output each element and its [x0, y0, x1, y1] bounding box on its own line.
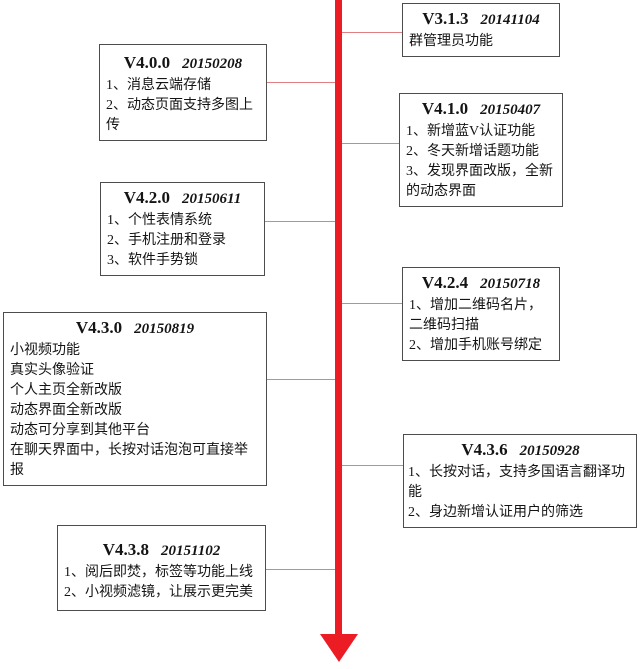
- version-label: V4.0.0: [123, 53, 171, 72]
- feature-line: 2、手机注册和登录: [107, 233, 226, 248]
- feature-line: 2、冬天新增话题功能: [406, 144, 539, 159]
- milestone-header: V4.2.0 20150611: [107, 186, 258, 211]
- feature-line: 2、小视频滤镜，让展示更完美: [64, 585, 253, 600]
- timeline-arrow-head-icon: [320, 634, 358, 662]
- connector-line: [342, 143, 399, 144]
- milestone-box-v4-2-4: V4.2.4 20150718 1、增加二维码名片，二维码扫描 2、增加手机账号…: [402, 267, 560, 361]
- date-label: 20150928: [519, 443, 580, 459]
- connector-line: [267, 379, 335, 380]
- feature-line: 2、身边新增认证用户的筛选: [408, 505, 583, 520]
- feature-line: 动态界面全新改版: [10, 403, 122, 418]
- connector-line: [342, 303, 402, 304]
- date-label: 20151102: [161, 543, 221, 559]
- milestone-box-v4-3-6: V4.3.6 20150928 1、长按对话，支持多国语言翻译功能 2、身边新增…: [403, 434, 637, 528]
- milestone-box-v4-2-0: V4.2.0 20150611 1、个性表情系统 2、手机注册和登录 3、软件手…: [100, 182, 265, 276]
- date-label: 20150407: [480, 102, 541, 118]
- feature-line: 个人主页全新改版: [10, 383, 122, 398]
- feature-line: 小视频功能: [10, 343, 80, 358]
- version-label: V4.3.8: [102, 540, 150, 559]
- feature-line: 动态可分享到其他平台: [10, 423, 150, 438]
- feature-line: 1、消息云端存储: [106, 78, 211, 93]
- version-label: V4.1.0: [421, 99, 469, 118]
- feature-line: 2、增加手机账号绑定: [409, 338, 542, 353]
- feature-line: 在聊天界面中，长按对话泡泡可直接举报: [10, 443, 248, 478]
- date-label: 20150819: [134, 321, 195, 337]
- feature-line: 2、动态页面支持多图上传: [106, 98, 253, 133]
- connector-line: [342, 32, 402, 33]
- feature-line: 1、长按对话，支持多国语言翻译功能: [408, 465, 625, 500]
- milestone-header: V3.1.3 20141104: [409, 7, 553, 32]
- milestone-box-v4-3-8: V4.3.8 20151102 1、阅后即焚，标签等功能上线 2、小视频滤镜，让…: [57, 525, 266, 611]
- milestone-header: V4.2.4 20150718: [409, 271, 553, 296]
- connector-line: [342, 465, 403, 466]
- feature-line: 1、新增蓝V认证功能: [406, 124, 536, 139]
- version-label: V4.3.0: [75, 318, 123, 337]
- connector-line: [266, 569, 335, 570]
- date-label: 20150718: [480, 276, 541, 292]
- feature-line: 群管理员功能: [409, 34, 493, 49]
- milestone-box-v4-1-0: V4.1.0 20150407 1、新增蓝V认证功能 2、冬天新增话题功能 3、…: [399, 93, 563, 207]
- version-label: V4.3.6: [461, 440, 508, 459]
- date-label: 20150611: [182, 191, 242, 207]
- feature-line: 1、阅后即焚，标签等功能上线: [64, 565, 253, 580]
- version-label: V3.1.3: [422, 9, 469, 28]
- milestone-header: V4.3.6 20150928: [408, 438, 633, 463]
- feature-line: 3、软件手势锁: [107, 253, 198, 268]
- connector-line: [265, 221, 335, 222]
- connector-line: [267, 82, 335, 83]
- milestone-box-v4-0-0: V4.0.0 20150208 1、消息云端存储 2、动态页面支持多图上传: [99, 44, 267, 141]
- date-label: 20141104: [480, 12, 540, 28]
- date-label: 20150208: [182, 56, 243, 72]
- milestone-header: V4.3.8 20151102: [64, 538, 259, 563]
- feature-line: 1、增加二维码名片，二维码扫描: [409, 298, 542, 333]
- feature-line: 1、个性表情系统: [107, 213, 212, 228]
- milestone-box-v4-3-0: V4.3.0 20150819 小视频功能 真实头像验证 个人主页全新改版 动态…: [3, 312, 267, 486]
- feature-line: 真实头像验证: [10, 363, 94, 378]
- version-label: V4.2.4: [421, 273, 469, 292]
- timeline-arrow-shaft: [335, 0, 342, 636]
- milestone-header: V4.1.0 20150407: [406, 97, 556, 122]
- version-label: V4.2.0: [123, 188, 171, 207]
- feature-line: 3、发现界面改版，全新的动态界面: [406, 164, 553, 199]
- milestone-header: V4.0.0 20150208: [106, 51, 260, 76]
- milestone-box-v3-1-3: V3.1.3 20141104 群管理员功能: [402, 3, 560, 57]
- milestone-header: V4.3.0 20150819: [10, 316, 260, 341]
